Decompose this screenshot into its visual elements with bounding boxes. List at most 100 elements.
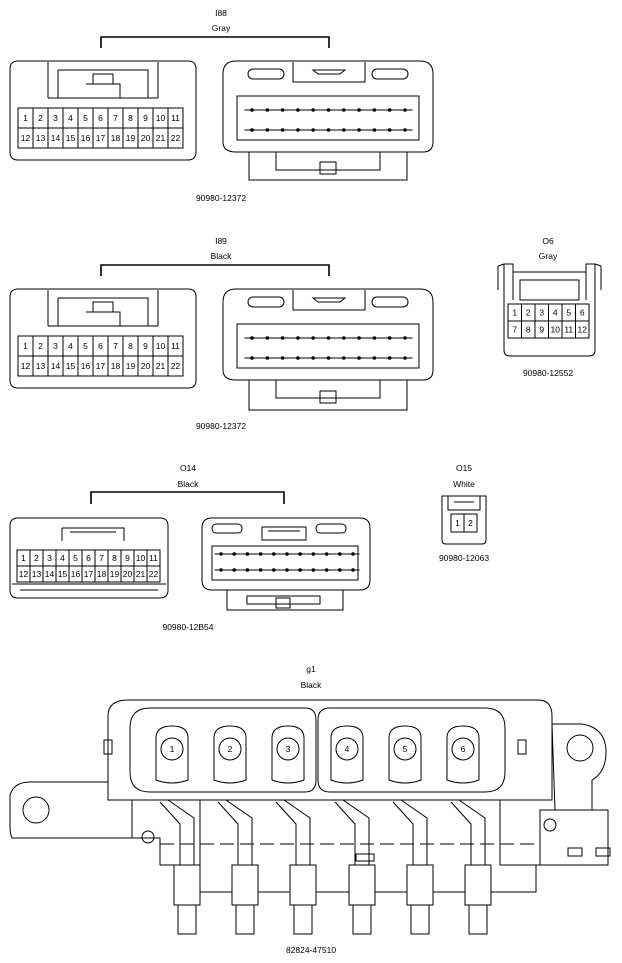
o6-code: O6 xyxy=(542,236,554,246)
i89-pin-label: 2 xyxy=(38,341,43,351)
o6-pin-label: 3 xyxy=(539,308,544,318)
g1-center-clip xyxy=(355,853,375,862)
o14-pin-label: 7 xyxy=(99,553,104,563)
o6-pin-label: 5 xyxy=(566,308,571,318)
g1-terminal-label: 5 xyxy=(403,744,408,754)
o14-male-cavity xyxy=(211,545,359,581)
o14-pin-label: 8 xyxy=(112,553,117,563)
o14-pin-label: 21 xyxy=(136,569,146,579)
i88-pin-label: 22 xyxy=(171,133,181,143)
o14-pin-label: 3 xyxy=(47,553,52,563)
o14-pin-label: 1 xyxy=(21,553,26,563)
o15-part-number: 90980-12063 xyxy=(439,553,489,563)
i89-pin-label: 7 xyxy=(113,341,118,351)
g1-right-tab-clip-2 xyxy=(567,847,583,857)
i88-pin-label: 14 xyxy=(51,133,61,143)
i89-part-number: 90980-12372 xyxy=(196,421,246,431)
o6-pin-label: 6 xyxy=(580,308,585,318)
i88-male-cavity xyxy=(236,95,420,141)
o14-male-window-left xyxy=(211,523,243,534)
i89-pin-label: 15 xyxy=(66,361,76,371)
g1-terminal-ring xyxy=(276,737,300,761)
o14-male-key xyxy=(275,597,291,609)
o14-pin-label: 10 xyxy=(136,553,146,563)
o14-pin-label: 16 xyxy=(71,569,81,579)
g1-terminal-tab xyxy=(217,799,253,865)
o14-male-pins xyxy=(214,552,360,572)
g1-right-tab-clip xyxy=(595,847,611,857)
i89-pin-label: 10 xyxy=(156,341,166,351)
g1-terminal-socket xyxy=(271,725,305,784)
g1-terminal-label: 1 xyxy=(170,744,175,754)
i88-code: I88 xyxy=(215,8,227,18)
o14-pin-label: 2 xyxy=(34,553,39,563)
i88-male-window-left xyxy=(247,68,285,80)
g1-lower-frame xyxy=(131,800,540,866)
o6-pin-cell xyxy=(575,320,590,339)
i88-pin-label: 7 xyxy=(113,113,118,123)
o6-pin-label: 9 xyxy=(539,325,544,335)
o14-pin-label: 13 xyxy=(32,569,42,579)
o14-male-base xyxy=(226,590,344,611)
i88-pin-label: 4 xyxy=(68,113,73,123)
g1-right-tab-hole xyxy=(543,818,557,832)
o6-pin-label: 1 xyxy=(512,308,517,318)
g1-terminal-pin xyxy=(352,905,372,935)
o14-pin-label: 5 xyxy=(73,553,78,563)
o15-pin-label: 2 xyxy=(468,518,473,528)
i89-male-window-right xyxy=(371,296,409,308)
i89-code: I89 xyxy=(215,236,227,246)
i88-pin-label: 6 xyxy=(98,113,103,123)
o6-pin-label: 11 xyxy=(564,325,573,335)
o6-pin-label: 10 xyxy=(551,325,561,335)
g1-side-clip-right xyxy=(517,739,527,755)
o14-bottom-rib xyxy=(12,583,166,591)
g1-terminal-ring xyxy=(160,737,184,761)
o14-pin-label: 18 xyxy=(97,569,107,579)
i89-pin-label: 12 xyxy=(21,361,31,371)
i88-male-base xyxy=(248,152,408,181)
o6-pin-label: 4 xyxy=(553,308,558,318)
i89-male-base xyxy=(248,380,408,411)
i89-pin-label: 17 xyxy=(96,361,106,371)
i88-part-number: 90980-12372 xyxy=(196,193,246,203)
g1-right-tab xyxy=(539,809,609,866)
i89-male-cavity xyxy=(236,323,420,369)
g1-side-clip-left xyxy=(103,739,113,755)
i88-pin-label: 11 xyxy=(171,113,180,123)
g1-terminal-pin xyxy=(177,905,197,935)
i89-male-skirt xyxy=(275,379,381,399)
o14-pin-label: 19 xyxy=(110,569,120,579)
g1-terminal-tab xyxy=(450,799,486,865)
g1-right-bracket-hole xyxy=(566,734,594,762)
i89-pin-label: 18 xyxy=(111,361,121,371)
i88-bracket xyxy=(100,36,330,48)
i89-bracket xyxy=(100,264,330,276)
o15-color: White xyxy=(453,479,475,489)
o14-pin-label: 14 xyxy=(45,569,55,579)
o14-pin-label: 17 xyxy=(84,569,94,579)
g1-left-bracket-hole xyxy=(22,796,50,824)
i89-pin-label: 22 xyxy=(171,361,181,371)
o14-pin-label: 12 xyxy=(19,569,29,579)
i89-pin-label: 16 xyxy=(81,361,91,371)
i89-pin-label: 21 xyxy=(156,361,166,371)
g1-small-hole xyxy=(141,830,155,844)
i88-male-lock xyxy=(292,62,366,83)
i88-pin-label: 8 xyxy=(128,113,133,123)
g1-terminal-tab xyxy=(392,799,428,865)
g1-terminal-leg xyxy=(231,864,259,906)
i89-lock-tab xyxy=(86,301,121,326)
o14-pin-label: 15 xyxy=(58,569,68,579)
g1-terminal-tab xyxy=(275,799,311,865)
o6-latch xyxy=(512,272,587,301)
g1-terminal-socket xyxy=(330,725,364,784)
o6-pin-label: 7 xyxy=(512,325,517,335)
o14-pin-label: 4 xyxy=(60,553,65,563)
